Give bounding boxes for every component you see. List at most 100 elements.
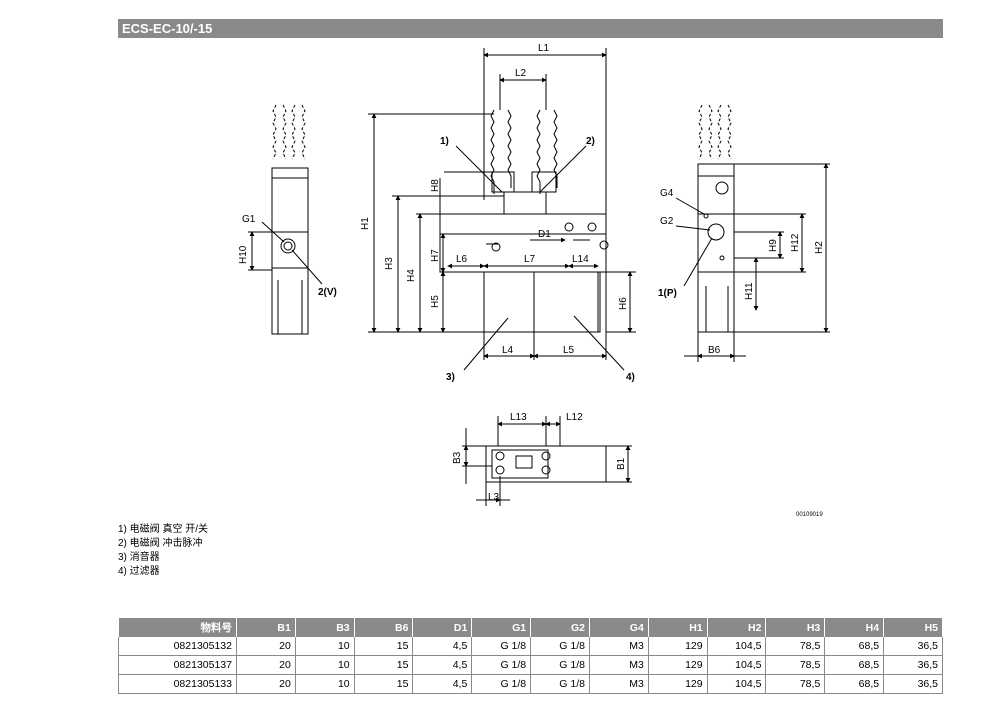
table-cell: 4,5 <box>412 674 473 694</box>
table-header: H5 <box>883 618 943 637</box>
label-B3: B3 <box>452 451 463 464</box>
label-L4: L4 <box>502 345 514 356</box>
table-header: B3 <box>295 618 355 637</box>
table-header: G1 <box>471 618 532 637</box>
label-G1: G1 <box>242 214 256 225</box>
table-header: G2 <box>530 618 590 637</box>
label-L2: L2 <box>515 68 527 79</box>
label-callout-1: 1) <box>440 136 449 147</box>
table-cell: G 1/8 <box>530 674 590 694</box>
table-cell: 0821305137 <box>118 655 237 675</box>
table-cell: 15 <box>354 655 414 675</box>
label-L7: L7 <box>524 254 536 265</box>
technical-drawing: G1 H10 2(V) <box>238 43 830 518</box>
table-cell: 36,5 <box>883 655 943 675</box>
label-B6: B6 <box>708 345 721 356</box>
label-H6: H6 <box>618 297 629 310</box>
label-L14: L14 <box>572 254 589 265</box>
table-cell: 36,5 <box>883 637 943 656</box>
table-header: H3 <box>765 618 826 637</box>
label-H12: H12 <box>790 233 801 252</box>
label-L5: L5 <box>563 345 575 356</box>
label-G2: G2 <box>660 216 674 227</box>
note-item: 2) 电磁阀 冲击脉冲 <box>118 538 203 549</box>
table-cell: 36,5 <box>883 674 943 694</box>
table-cell: 68,5 <box>824 674 885 694</box>
table-cell: 4,5 <box>412 655 473 675</box>
top-view <box>462 416 632 506</box>
table-cell: 104,5 <box>707 655 767 675</box>
label-callout-2: 2) <box>586 136 595 147</box>
table-cell: 20 <box>236 674 296 694</box>
table-cell: 10 <box>295 637 355 656</box>
table-cell: G 1/8 <box>471 637 532 656</box>
table-cell: 0821305132 <box>118 637 237 656</box>
label-H10: H10 <box>238 245 249 264</box>
label-H7: H7 <box>430 249 441 262</box>
label-L6: L6 <box>456 254 468 265</box>
table-header: H4 <box>824 618 885 637</box>
right-side-view <box>675 104 830 362</box>
table-cell: 104,5 <box>707 674 767 694</box>
table-cell: 104,5 <box>707 637 767 656</box>
label-callout-3: 3) <box>446 372 455 383</box>
table-header: D1 <box>412 618 473 637</box>
label-G4: G4 <box>660 188 674 199</box>
note-item: 1) 电磁阀 真空 开/关 <box>118 524 209 535</box>
table-cell: 20 <box>236 637 296 656</box>
page-title: ECS-EC-10/-15 <box>118 19 943 38</box>
table-cell: 68,5 <box>824 655 885 675</box>
table-cell: 78,5 <box>765 674 826 694</box>
spec-table: 物料号 B1 B3 B6 D1 G1 G2 G4 H1 H2 H3 H4 H5 … <box>118 618 943 694</box>
table-cell: 129 <box>648 637 708 656</box>
table-cell: 0821305133 <box>118 674 237 694</box>
table-header: G4 <box>589 618 649 637</box>
label-H4: H4 <box>406 269 417 282</box>
table-header: 物料号 <box>118 618 237 637</box>
label-H3: H3 <box>384 257 395 270</box>
label-L3: L3 <box>488 492 500 503</box>
left-side-view <box>248 104 323 335</box>
table-cell: G 1/8 <box>471 674 532 694</box>
label-H11: H11 <box>744 282 755 300</box>
table-cell: 129 <box>648 674 708 694</box>
note-item: 4) 过滤器 <box>118 566 160 577</box>
label-callout-1P: 1(P) <box>658 288 677 299</box>
label-H9: H9 <box>768 239 779 252</box>
table-cell: 78,5 <box>765 637 826 656</box>
label-callout-2V: 2(V) <box>318 287 337 298</box>
front-view <box>368 48 636 371</box>
table-cell: G 1/8 <box>530 655 590 675</box>
table-row: 0821305133 20 10 15 4,5 G 1/8 G 1/8 M3 1… <box>118 674 943 694</box>
table-cell: 129 <box>648 655 708 675</box>
label-D1: D1 <box>538 229 551 240</box>
table-cell: 10 <box>295 674 355 694</box>
table-header: H1 <box>648 618 708 637</box>
table-cell: M3 <box>589 674 649 694</box>
label-L1: L1 <box>538 43 550 54</box>
drawing-number: 00109019 <box>796 512 823 518</box>
label-H8: H8 <box>430 179 441 192</box>
label-callout-4: 4) <box>626 372 635 383</box>
table-cell: 10 <box>295 655 355 675</box>
label-B1: B1 <box>616 457 627 470</box>
table-cell: G 1/8 <box>471 655 532 675</box>
table-cell: G 1/8 <box>530 637 590 656</box>
table-cell: 78,5 <box>765 655 826 675</box>
notes-list: 1) 电磁阀 真空 开/关 2) 电磁阀 冲击脉冲 3) 消音器 4) 过滤器 <box>118 523 208 579</box>
table-row: 0821305132 20 10 15 4,5 G 1/8 G 1/8 M3 1… <box>118 637 943 656</box>
label-H1: H1 <box>360 217 371 230</box>
table-header-row: 物料号 B1 B3 B6 D1 G1 G2 G4 H1 H2 H3 H4 H5 <box>118 618 943 637</box>
note-item: 3) 消音器 <box>118 552 160 563</box>
table-cell: 15 <box>354 637 414 656</box>
table-cell: 20 <box>236 655 296 675</box>
label-L13: L13 <box>510 412 527 423</box>
table-cell: 68,5 <box>824 637 885 656</box>
label-L12: L12 <box>566 412 583 423</box>
table-cell: 4,5 <box>412 637 473 656</box>
table-cell: 15 <box>354 674 414 694</box>
label-H2: H2 <box>814 241 825 254</box>
table-row: 0821305137 20 10 15 4,5 G 1/8 G 1/8 M3 1… <box>118 655 943 675</box>
table-header: H2 <box>707 618 767 637</box>
table-header: B1 <box>236 618 296 637</box>
